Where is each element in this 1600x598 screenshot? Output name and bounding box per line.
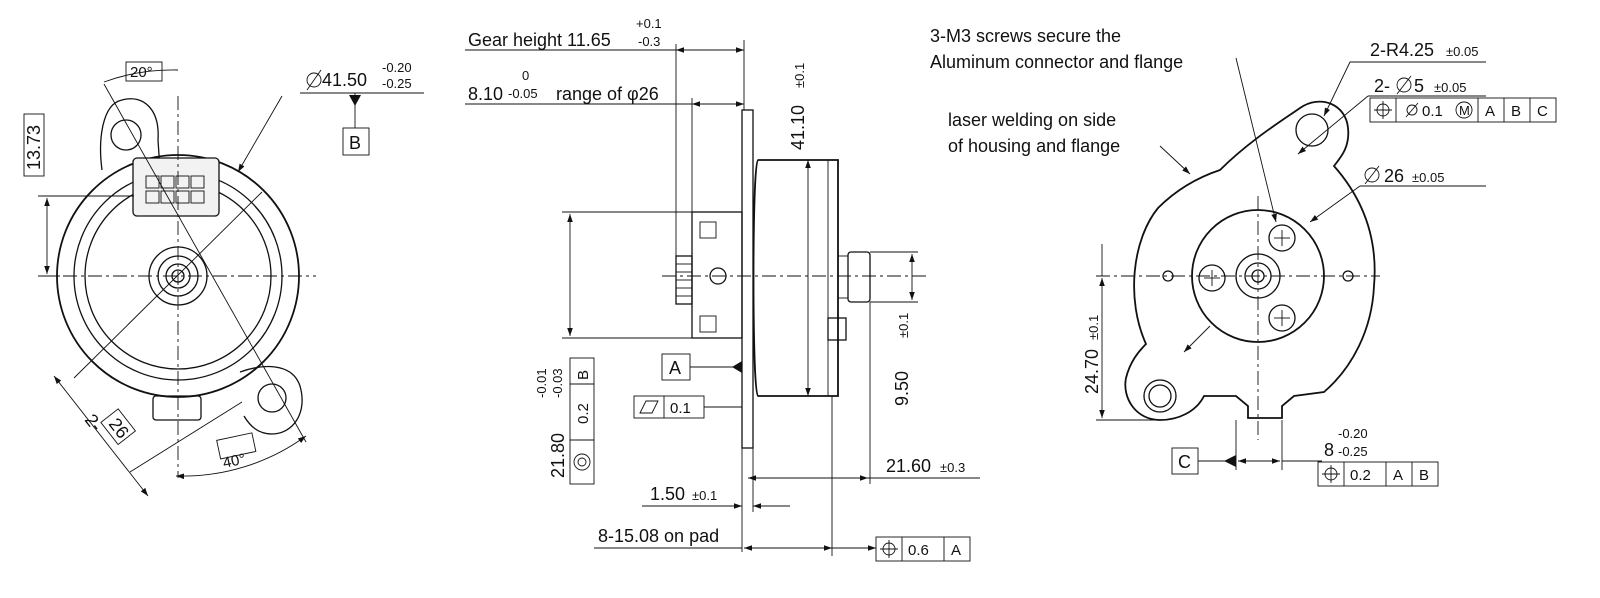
slot-lower-tol: -0.25 — [1338, 444, 1368, 459]
holes-dim-line — [53, 375, 149, 497]
note-screws-1: 3-M3 screws secure the — [930, 26, 1121, 46]
pad-fcf-tol: 0.6 — [908, 542, 929, 559]
flange-outline — [1124, 100, 1376, 421]
flange-tol: ±0.1 — [692, 488, 717, 503]
height-tol: ±0.1 — [1086, 315, 1101, 340]
side-terminal — [827, 317, 847, 341]
left-view: 20° 41.50 -0.20 -0.25 B 13.73 2- 26 40° — [23, 60, 424, 497]
holes-prefix: 2- — [81, 410, 107, 435]
bottom-mount-hole — [257, 383, 287, 413]
hole-value: 5 — [1414, 76, 1424, 96]
slot-fcf-datum-1: A — [1393, 467, 1403, 484]
right-view: 3-M3 screws secure the Aluminum connecto… — [930, 26, 1557, 487]
holes-value: 26 — [105, 414, 133, 442]
range-lower-tol: -0.05 — [508, 86, 538, 101]
flange-value: 1.50 — [650, 484, 685, 504]
pilot-upper-tol: -0.01 — [534, 368, 549, 398]
pilot-diameter-value: 21.80 — [548, 433, 568, 478]
pad-label: 8-15.08 on pad — [598, 526, 719, 546]
radius-tol: ±0.05 — [1446, 44, 1478, 59]
hole-fcf-datum-3: C — [1537, 103, 1548, 120]
gear-height-upper-tol: +0.1 — [636, 16, 662, 31]
hole-fcf — [1369, 97, 1557, 123]
flatness-value: 0.1 — [670, 400, 691, 417]
hole-fcf-datum-1: A — [1485, 103, 1495, 120]
hole-tol: ±0.05 — [1434, 80, 1466, 95]
slot-fcf-tol: 0.2 — [1350, 467, 1371, 484]
pilot-fcf — [569, 357, 595, 485]
hole-fcf-datum-2: B — [1511, 103, 1521, 120]
datum-b-box — [342, 127, 370, 156]
height-value: 13.73 — [24, 125, 44, 170]
slot-fcf — [1317, 461, 1439, 487]
diameter-leader — [237, 95, 283, 173]
diameter-lower-tol: -0.25 — [382, 76, 412, 91]
height-box — [23, 113, 45, 177]
note-screws-2: Aluminum connector and flange — [930, 52, 1183, 72]
holes-box — [100, 408, 137, 446]
shaft-boss — [847, 251, 871, 303]
diameter-upper-tol: -0.20 — [382, 60, 412, 75]
outer-diameter-value: 41.10 — [788, 105, 808, 150]
shaft-diameter-value: 9.50 — [892, 371, 912, 406]
bottom-tab — [152, 395, 202, 421]
bottom-mount-lobe — [239, 365, 303, 435]
angle-arc-top — [103, 69, 179, 83]
top-mount-lobe — [99, 98, 161, 171]
gear-block — [691, 211, 743, 339]
right-mount-hole-bottom-inner — [1148, 384, 1172, 408]
side-view: Gear height 11.65 +0.1 -0.3 8.10 0 -0.05… — [465, 16, 980, 562]
angle-top-label: 20° — [130, 64, 153, 81]
note-weld-1: laser welding on side — [948, 110, 1116, 130]
hole-fcf-mod: M — [1459, 103, 1470, 118]
datum-a-label: A — [669, 358, 681, 378]
pilot-tol: ±0.05 — [1412, 170, 1444, 185]
gear-height-lower-tol: -0.3 — [638, 34, 660, 49]
pad-fcf — [875, 536, 971, 562]
pilot-fcf-datum: B — [575, 370, 592, 380]
shaft-diameter-tol: ±0.1 — [896, 313, 911, 338]
slot-value: 8 — [1324, 440, 1334, 460]
length-tol: ±0.3 — [940, 460, 965, 475]
note-weld-2: of housing and flange — [948, 136, 1120, 156]
pilot-lower-tol: -0.03 — [550, 368, 565, 398]
pad-fcf-datum: A — [951, 542, 961, 559]
range-upper-tol: 0 — [522, 68, 529, 83]
hole-axis-line — [103, 83, 307, 443]
top-mount-hole — [110, 119, 142, 151]
slot-upper-tol: -0.20 — [1338, 426, 1368, 441]
right-mount-hole-top — [1295, 113, 1329, 147]
flange-plate — [741, 109, 754, 449]
angle-bottom-label: 40° — [221, 451, 247, 472]
hole-fcf-tol: 0.1 — [1422, 103, 1443, 120]
slot-fcf-datum-2: B — [1419, 467, 1429, 484]
range-value: 8.10 — [468, 84, 503, 104]
radius-value: 2-R4.25 — [1370, 40, 1434, 60]
pilot-value: 26 — [1384, 166, 1404, 186]
datum-b-label: B — [349, 133, 361, 153]
hole-prefix: 2- — [1374, 76, 1390, 96]
outer-diameter-tol: ±0.1 — [792, 63, 807, 88]
height-value: 24.70 — [1082, 349, 1102, 394]
diameter-value: 41.50 — [322, 70, 367, 90]
motor-body — [752, 159, 839, 397]
screws — [1198, 224, 1296, 332]
range-label: range of φ26 — [556, 84, 659, 104]
flatness-frame — [633, 395, 705, 419]
pilot-fcf-tol: 0.2 — [575, 403, 592, 424]
gear-height-label: Gear height 11.65 — [468, 30, 611, 50]
angle-bottom-box — [216, 432, 257, 460]
angle-top-box — [125, 61, 163, 82]
right-mount-hole-bottom — [1143, 379, 1177, 413]
length-value: 21.60 — [886, 456, 931, 476]
angle-arc-bottom — [175, 435, 307, 480]
datum-c-label: C — [1178, 452, 1191, 472]
diagonal-construction — [73, 191, 263, 379]
